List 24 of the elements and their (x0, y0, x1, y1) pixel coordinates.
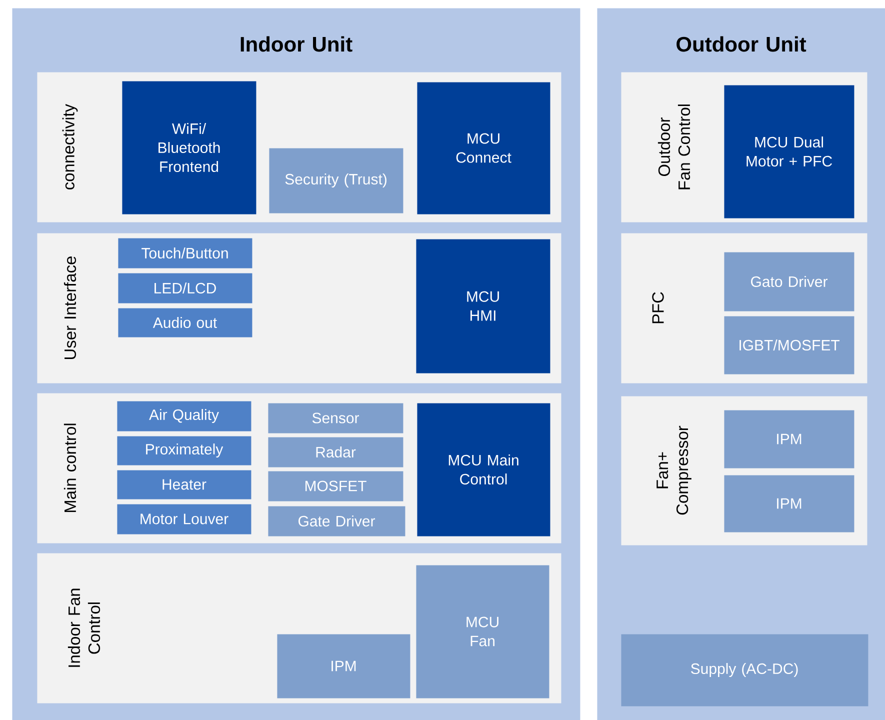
component-block: Air Quality (117, 401, 252, 432)
mcu-block: MCU Connect (417, 82, 550, 214)
component-block: MOSFET (268, 471, 404, 502)
mcu-block: MCU Dual Motor + PFC (724, 85, 854, 218)
component-block: IPM (724, 475, 854, 532)
component-block: Touch/Button (118, 238, 252, 268)
component-block: Motor Louver (117, 504, 252, 534)
component-block: Heater (117, 470, 252, 500)
component-block: IPM (277, 634, 410, 698)
component-block: Radar (268, 437, 404, 468)
mcu-block: WiFi/ Bluetooth Frontend (122, 81, 256, 214)
component-block: MCU Fan (416, 565, 550, 698)
component-block: Gato Driver (724, 252, 854, 312)
component-block: IGBT/MOSFET (724, 316, 854, 374)
component-block: LED/LCD (118, 273, 252, 304)
mcu-block: MCU HMI (416, 239, 550, 374)
component-block: Security (Trust) (269, 148, 404, 214)
component-block: Gate Driver (268, 506, 406, 536)
component-block: Supply (AC-DC) (621, 634, 868, 706)
mcu-block: MCU Main Control (417, 403, 550, 536)
component-block: Audio out (118, 308, 252, 338)
component-block: IPM (724, 410, 854, 468)
component-block: Sensor (268, 403, 404, 434)
component-block: Proximately (117, 436, 252, 466)
